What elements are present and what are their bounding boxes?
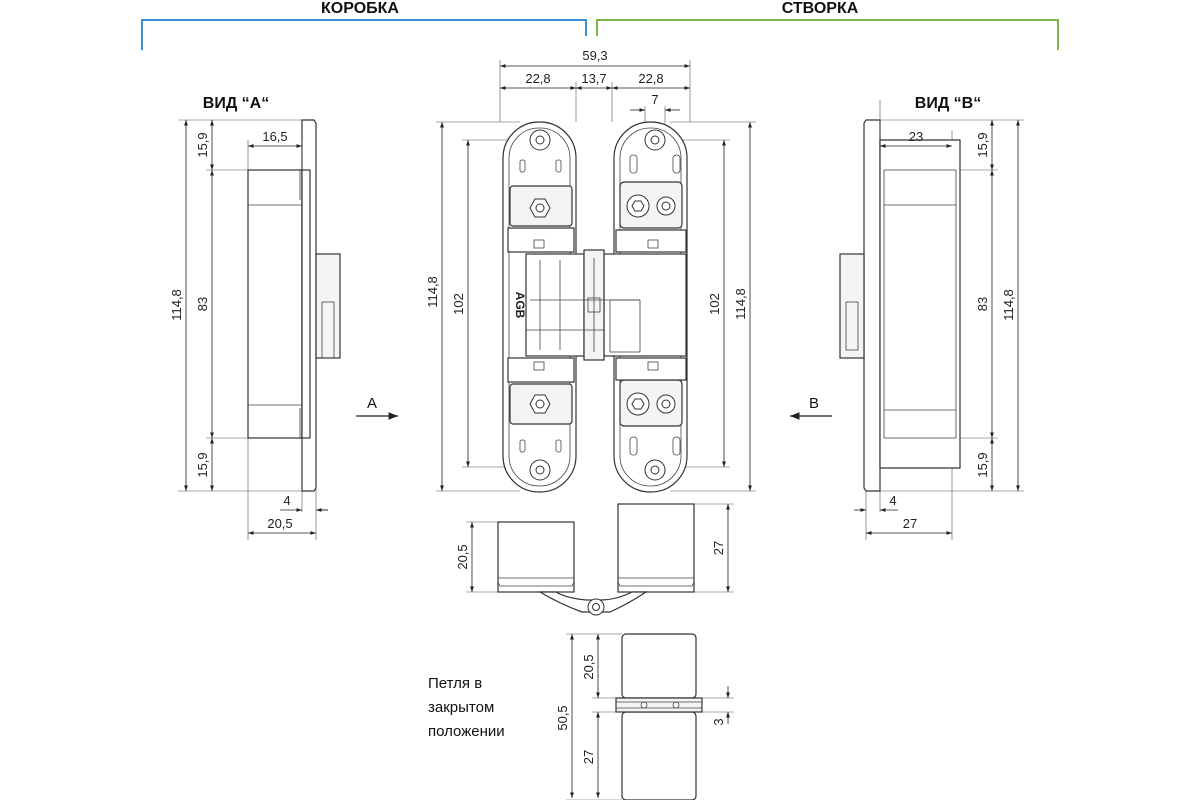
dim-b-depth: 27 xyxy=(903,516,917,531)
header-frame: КОРОБКА СТВОРКА xyxy=(141,0,1059,50)
dim-b-top: 15,9 xyxy=(975,132,990,157)
dim-top-right: 22,8 xyxy=(638,71,663,86)
dim-a-depth: 20,5 xyxy=(267,516,292,531)
dim-a-total: 114,8 xyxy=(169,289,184,321)
dim-bottom-right: 27 xyxy=(711,541,726,555)
note-line-3: положении xyxy=(428,723,505,740)
dim-a-mid: 83 xyxy=(195,297,210,311)
brand-logo: AGB xyxy=(513,292,527,319)
dim-top-left: 22,8 xyxy=(525,71,550,86)
view-a-body xyxy=(247,169,303,439)
closed-position-view: Петля в закрытом положении 50,5 20,5 27 … xyxy=(428,633,734,800)
view-b-flange xyxy=(863,119,881,492)
hinge-mechanism-right xyxy=(603,253,687,357)
dim-b-small: 4 xyxy=(889,493,896,508)
dim-a-bottom: 15,9 xyxy=(195,452,210,477)
dim-front-height-right: 114,8 xyxy=(733,288,748,320)
header-right-bracket xyxy=(596,19,1059,50)
dim-a-top: 15,9 xyxy=(195,132,210,157)
bottom-view-open: 20,5 27 xyxy=(455,503,734,616)
dim-bottom-left: 20,5 xyxy=(455,544,470,569)
closed-upper-body xyxy=(621,633,697,699)
dim-top-mid: 13,7 xyxy=(581,71,606,86)
dim-closed-gap: 3 xyxy=(711,718,726,725)
view-b-axis-block xyxy=(839,253,865,359)
dim-front-height-left: 114,8 xyxy=(425,276,440,308)
dim-b-mid: 83 xyxy=(975,297,990,311)
arrow-a: A xyxy=(356,395,398,420)
view-b-body xyxy=(879,139,961,469)
arrow-b: B xyxy=(790,395,832,420)
view-b: ВИД “В“ 15,9 83 15,9 114,8 xyxy=(839,95,1024,540)
bottom-right-body xyxy=(617,503,695,593)
arrow-a-label: A xyxy=(367,395,377,412)
dim-closed-lower: 27 xyxy=(581,750,596,764)
dim-top-total: 59,3 xyxy=(582,48,607,63)
dim-a-small: 4 xyxy=(283,493,290,508)
view-b-title: ВИД “В“ xyxy=(915,95,981,112)
view-b-axis-slot xyxy=(845,301,859,351)
dim-top-slot: 7 xyxy=(651,92,658,107)
bottom-left-body xyxy=(497,521,575,593)
hinge-mechanism-left xyxy=(525,253,585,357)
view-a-flange-inner xyxy=(301,169,311,439)
dim-closed-total: 50,5 xyxy=(555,705,570,730)
dim-front-inner-right: 102 xyxy=(707,293,722,315)
view-a-title: ВИД “А“ xyxy=(203,95,269,112)
header-left-title: КОРОБКА xyxy=(321,0,399,17)
front-view: 59,3 22,8 13,7 22,8 7 114,8 102 102 114,… xyxy=(425,48,756,493)
view-a-axis-block xyxy=(315,253,341,359)
closed-gap-plates xyxy=(615,697,703,713)
note-line-2: закрытом xyxy=(428,699,494,716)
dim-closed-upper: 20,5 xyxy=(581,654,596,679)
dim-b-bottom: 15,9 xyxy=(975,452,990,477)
header-right-title: СТВОРКА xyxy=(782,0,859,17)
dim-b-width: 23 xyxy=(909,129,923,144)
dim-front-inner-left: 102 xyxy=(451,293,466,315)
closed-lower-body xyxy=(621,711,697,800)
arrow-b-label: B xyxy=(809,395,819,412)
note-line-1: Петля в xyxy=(428,675,482,692)
dim-b-total: 114,8 xyxy=(1001,289,1016,321)
header-left-bracket xyxy=(141,19,587,50)
view-a: ВИД “А“ 114,8 15,9 xyxy=(169,95,341,540)
view-a-axis-slot xyxy=(321,301,335,359)
dim-a-width: 16,5 xyxy=(262,129,287,144)
